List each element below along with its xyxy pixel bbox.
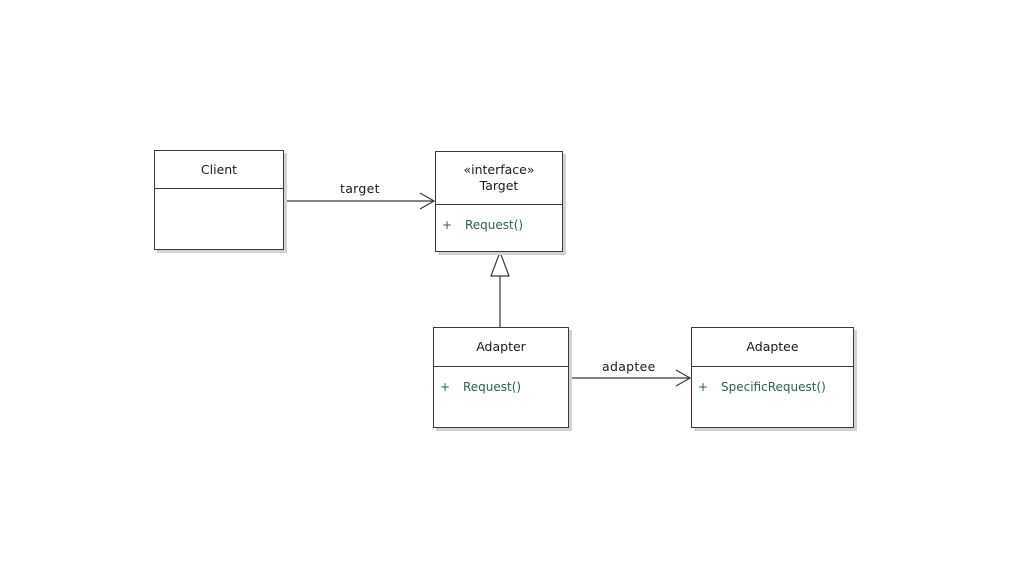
operation-name: SpecificRequest()	[721, 380, 826, 394]
target-interface[interactable]: «interface» Target + Request()	[435, 151, 563, 252]
adapter-operation[interactable]: + Request()	[434, 379, 568, 395]
operation-visibility: +	[698, 380, 709, 394]
operation-name: Request()	[463, 380, 522, 394]
adapter-class-header: Adapter	[434, 328, 568, 367]
adaptee-role-label: adaptee	[602, 359, 656, 374]
target-role-label: target	[340, 181, 380, 196]
target-interface-header: «interface» Target	[436, 152, 562, 205]
client-class-name: Client	[200, 161, 238, 177]
adapter-adaptee-arrowhead	[675, 369, 692, 387]
target-interface-name: Target	[479, 178, 519, 193]
adapter-class-name: Adapter	[476, 339, 526, 354]
operation-visibility: +	[440, 380, 451, 394]
client-target-arrowhead	[419, 192, 436, 210]
adaptee-class-header: Adaptee	[692, 328, 853, 367]
operation-visibility: +	[442, 218, 453, 232]
adapter-target-triangle	[490, 250, 510, 277]
interface-stereotype: «interface»	[463, 162, 535, 177]
client-class[interactable]: Client	[154, 150, 284, 250]
operation-name: Request()	[465, 218, 524, 232]
adapter-class[interactable]: Adapter + Request()	[433, 327, 569, 428]
adaptee-class-name: Adaptee	[746, 339, 799, 354]
adapter-operations-compartment: + Request()	[434, 367, 568, 395]
adaptee-operations-compartment: + SpecificRequest()	[692, 367, 853, 395]
target-operation[interactable]: + Request()	[436, 217, 562, 233]
adaptee-operation[interactable]: + SpecificRequest()	[692, 379, 853, 395]
target-operations-compartment: + Request()	[436, 205, 562, 233]
client-class-header: Client	[155, 151, 283, 189]
adaptee-class[interactable]: Adaptee + SpecificRequest()	[691, 327, 854, 428]
